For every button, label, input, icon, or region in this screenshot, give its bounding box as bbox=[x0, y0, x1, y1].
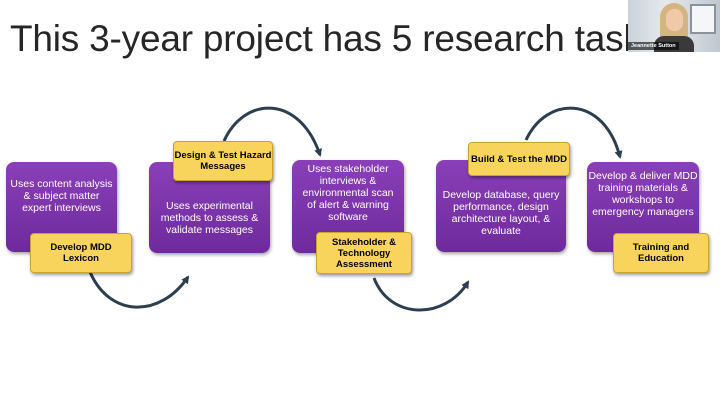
task-5-description: Develop & deliver MDD training materials… bbox=[588, 170, 698, 218]
task-1-description: Uses content analysis & subject matter e… bbox=[10, 178, 113, 214]
arrow-task1-to-task2 bbox=[88, 271, 190, 309]
participant-name-tag: Jeannette Sutton bbox=[628, 42, 679, 50]
task-5-label: Training and Education bbox=[613, 233, 709, 273]
arrow-task2-to-task3 bbox=[222, 106, 322, 157]
arrow-task4-to-task5 bbox=[524, 106, 623, 159]
task-1-label: Develop MDD Lexicon bbox=[30, 233, 132, 273]
task-4-description: Develop database, query performance, des… bbox=[442, 189, 560, 237]
presenter-video-thumbnail[interactable]: Jeannette Sutton bbox=[628, 0, 720, 52]
task-3-label: Stakeholder & Technology Assessment bbox=[316, 232, 412, 274]
task-2-label: Design & Test Hazard Messages bbox=[173, 141, 273, 181]
arrow-task3-to-task4 bbox=[372, 277, 470, 312]
background-window bbox=[690, 4, 716, 34]
task-2-description: Uses experimental methods to assess & va… bbox=[160, 199, 259, 236]
task-3-description: Uses stakeholder interviews & environmen… bbox=[302, 162, 394, 223]
presenter-face bbox=[666, 9, 683, 31]
task-4-label: Build & Test the MDD bbox=[468, 142, 570, 176]
slide-title: This 3-year project has 5 research tasks bbox=[10, 18, 661, 59]
